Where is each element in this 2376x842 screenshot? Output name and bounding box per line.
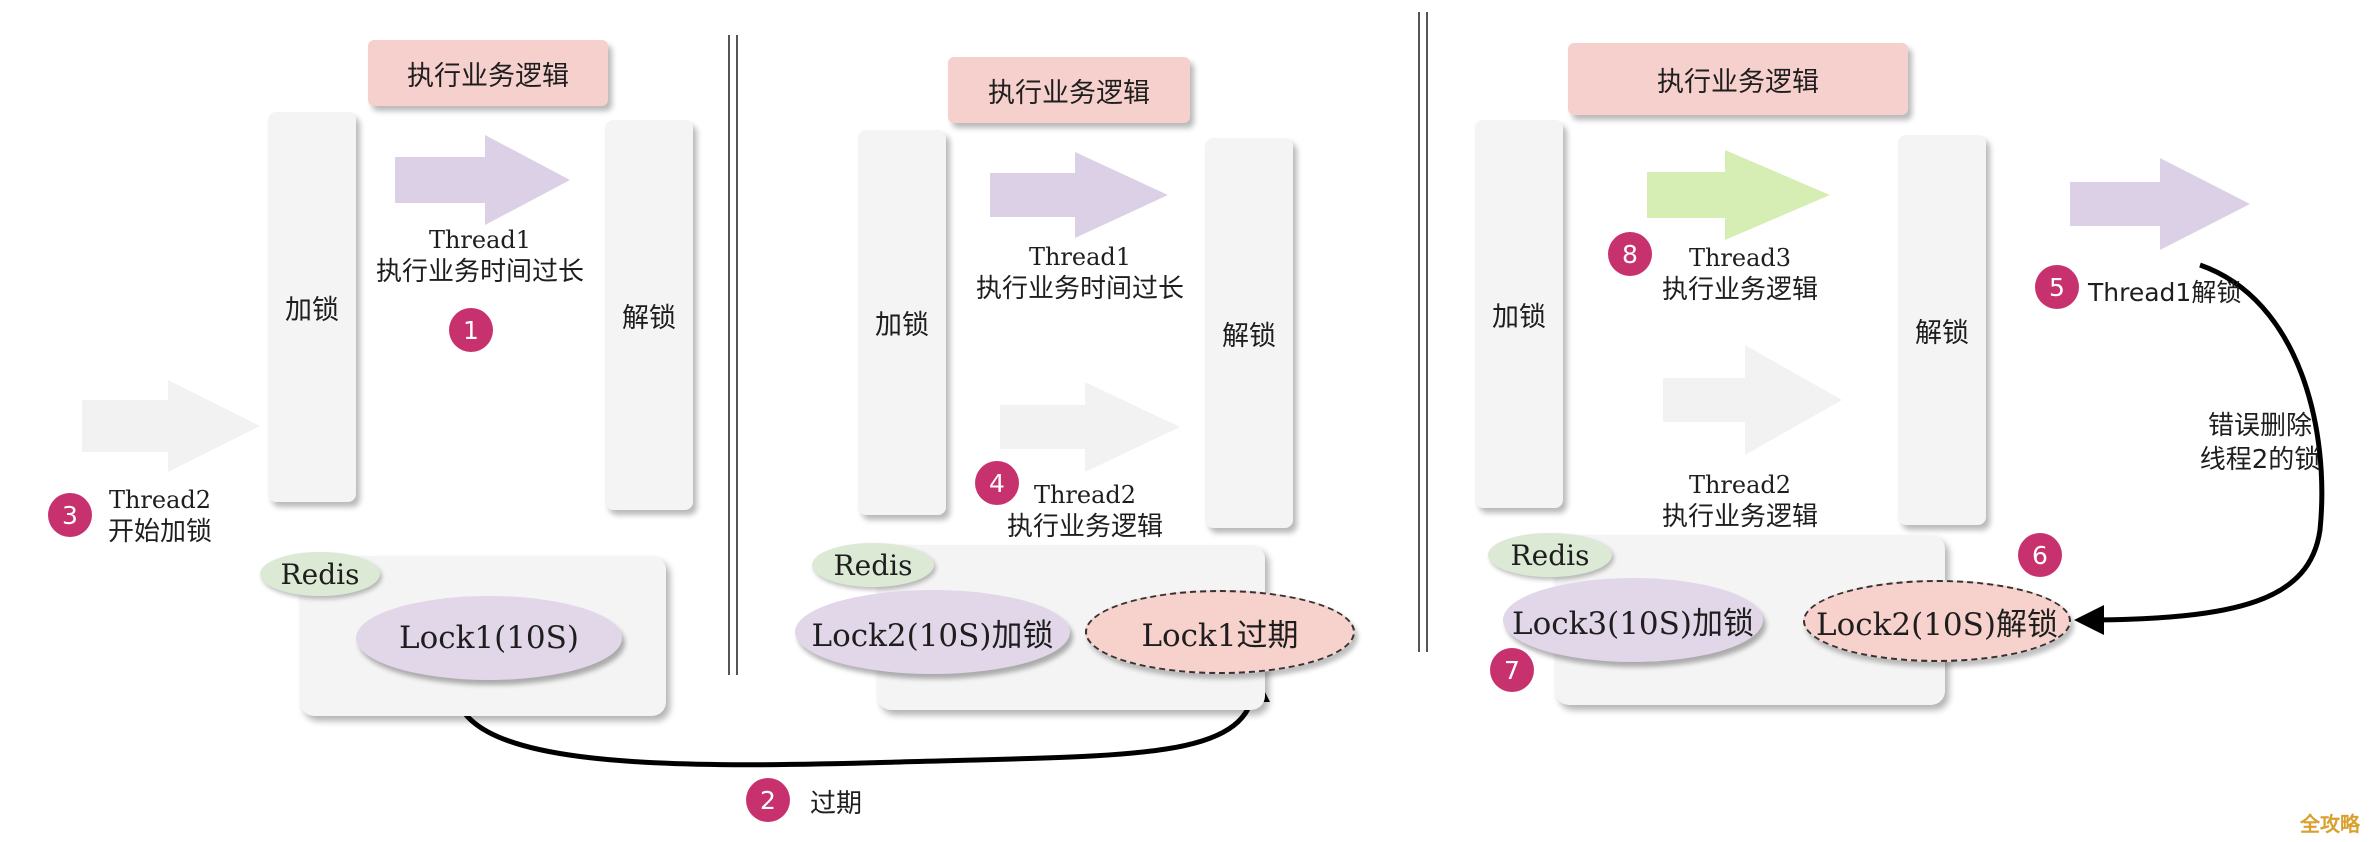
lock3-pill: Lock3(10S)加锁 <box>1503 578 1763 662</box>
step-badge-4: 4 <box>975 461 1019 505</box>
lock2-pill: Lock2(10S)加锁 <box>795 590 1070 674</box>
expire-curve <box>452 672 1270 768</box>
thread3-label: Thread3 执行业务逻辑 <box>1640 243 1840 308</box>
execute-logic-banner: 执行业务逻辑 <box>368 40 608 106</box>
wrong-delete-line2: 线程2的锁 <box>2199 444 2321 475</box>
redis-tag: Redis <box>260 552 380 596</box>
unlock-bar: 解锁 <box>1898 135 1986 525</box>
redis-tag: Redis <box>1488 533 1612 577</box>
thread1-label: Thread1 执行业务时间过长 <box>955 242 1205 307</box>
lock1-pill: Lock1(10S) <box>356 596 622 680</box>
thread2-arrow <box>1000 382 1180 472</box>
wrong-delete-line1: 错误删除 <box>2207 411 2312 441</box>
panel-separator <box>728 35 730 675</box>
panel-separator <box>736 35 738 675</box>
thread1-unlock-arrow <box>2070 158 2250 250</box>
wrong-delete-label: 错误删除 线程2的锁 <box>2180 410 2340 478</box>
step-badge-3: 3 <box>48 493 92 537</box>
unlock-bar: 解锁 <box>605 120 693 510</box>
step-badge-7: 7 <box>1490 648 1534 692</box>
thread2-name: Thread2 <box>1688 471 1792 499</box>
thread1-desc: 执行业务时间过长 <box>975 274 1184 305</box>
panel-separator <box>1426 12 1428 652</box>
lock-bar: 加锁 <box>1475 120 1563 508</box>
thread3-name: Thread3 <box>1688 244 1792 272</box>
step-badge-1: 1 <box>449 308 493 352</box>
lock-bar: 加锁 <box>858 130 946 515</box>
thread2-desc: 执行业务逻辑 <box>1006 512 1163 543</box>
thread1-label: Thread1 执行业务时间过长 <box>355 225 605 290</box>
thread2-label: Thread2 执行业务逻辑 <box>1640 470 1840 535</box>
lock-bar: 加锁 <box>268 112 356 502</box>
step-badge-2: 2 <box>746 778 790 822</box>
thread2-name: Thread2 <box>1033 481 1137 509</box>
thread2-arrow <box>1663 345 1842 455</box>
thread2-name: Thread2 <box>108 486 212 514</box>
lock1-expired-pill: Lock1过期 <box>1085 590 1355 674</box>
thread3-desc: 执行业务逻辑 <box>1661 275 1818 306</box>
thread1-unlock-label: Thread1解锁 <box>2088 278 2242 307</box>
redis-tag: Redis <box>812 543 934 587</box>
step-badge-8: 8 <box>1608 232 1652 276</box>
execute-logic-banner: 执行业务逻辑 <box>1568 43 1908 115</box>
step-badge-6: 6 <box>2018 533 2062 577</box>
thread1-name: Thread1 <box>1028 243 1132 271</box>
thread2-desc: 开始加锁 <box>107 517 212 548</box>
thread2-arrow <box>82 380 260 472</box>
thread3-arrow <box>1647 150 1830 240</box>
watermark: 全攻略 <box>2300 812 2360 836</box>
execute-logic-banner: 执行业务逻辑 <box>948 57 1190 123</box>
wrong-delete-curve <box>2074 262 2325 635</box>
thread2-label: Thread2 执行业务逻辑 <box>985 480 1185 545</box>
thread1-arrow <box>395 135 570 225</box>
step-badge-5: 5 <box>2035 265 2079 309</box>
lock2-deleted-pill: Lock2(10S)解锁 <box>1803 580 2071 662</box>
thread1-desc: 执行业务时间过长 <box>375 257 584 288</box>
thread2-label: Thread2 开始加锁 <box>90 485 230 550</box>
thread1-name: Thread1 <box>428 226 532 254</box>
thread2-desc: 执行业务逻辑 <box>1661 502 1818 533</box>
expire-label: 过期 <box>810 789 863 819</box>
panel-separator <box>1418 12 1420 652</box>
unlock-bar: 解锁 <box>1205 138 1293 528</box>
thread1-arrow <box>990 152 1168 238</box>
